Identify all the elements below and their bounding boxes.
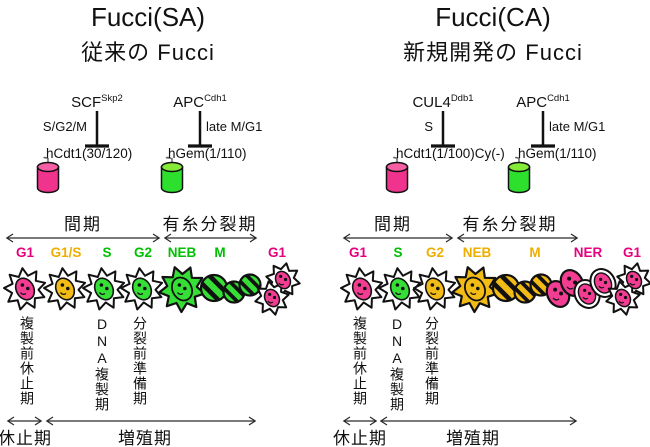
cell-phase-label: G2: [425, 245, 445, 260]
cell-spiky-icon: [43, 267, 87, 311]
phase-span-label: 有糸分裂期: [162, 215, 258, 234]
degradation-phase-label: S: [424, 119, 433, 134]
cell-spiky-icon: [340, 267, 384, 311]
probe-cylinder-icon: [385, 156, 409, 194]
cell-phase-label: M: [214, 245, 226, 260]
cell-phase-label: M: [529, 245, 541, 260]
probe-cylinder-icon: [160, 156, 184, 194]
bottom-span-arrow: [342, 416, 378, 426]
stage-description-column: 分裂前準備期: [424, 316, 440, 406]
regulator-superscript: Cdh1: [204, 93, 227, 104]
regulator-base-label: APC: [173, 94, 205, 111]
cell-phase-label: G1: [622, 245, 642, 260]
cell-spiky-icon: [378, 267, 422, 311]
cell-spikydouble-icon: [254, 262, 301, 316]
panel-subtitle: 新規開発の Fucci: [403, 40, 583, 65]
regulator-base-label: APC: [516, 94, 548, 111]
regulator-superscript: Cdh1: [547, 93, 570, 104]
bottom-span-arrow: [6, 416, 43, 426]
regulator-name: CUL4Ddb1: [412, 93, 473, 111]
phase-span-label: 間期: [64, 215, 102, 234]
phase-span-arrow: [5, 233, 161, 243]
regulator-base-label: SCF: [71, 94, 102, 111]
cell-phase-label: S: [393, 245, 403, 260]
phase-span-arrow: [163, 233, 258, 243]
cell-phase-label: G1: [348, 245, 368, 260]
panel-subtitle: 従来の Fucci: [81, 40, 215, 65]
inhibition-tbar-icon: [188, 111, 212, 148]
regulator-base-label: CUL4: [412, 94, 451, 111]
inhibition-tbar-icon: [531, 111, 555, 148]
inhibition-tbar-icon: [431, 111, 455, 148]
stage-description-column: DNA複製期: [94, 316, 110, 412]
degradation-phase-label: S/G2/M: [42, 119, 87, 134]
regulator-name: APCCdh1: [516, 93, 570, 111]
cell-phase-label: G1: [15, 245, 35, 260]
degradation-phase-label: late M/G1: [206, 119, 263, 134]
phase-span-arrow: [456, 233, 579, 243]
panel-title: Fucci(CA): [435, 2, 551, 32]
bottom-span-label: 休止期: [0, 429, 52, 447]
regulator-name: SCFSkp2: [71, 93, 123, 111]
bottom-span-label: 増殖期: [118, 429, 172, 447]
cell-phase-label: NEB: [167, 245, 197, 260]
panel-graphics: [340, 111, 650, 426]
target-protein-label: hGem(1/110): [168, 146, 247, 161]
probe-cylinder-icon: [507, 156, 531, 194]
target-protein-label: hCdt1(1/100)Cy(-): [396, 146, 505, 161]
inhibition-tbar-icon: [85, 111, 109, 148]
cell-spiky-icon: [3, 267, 47, 311]
phase-span-label: 間期: [374, 215, 412, 234]
cell-phase-label: G1/S: [50, 245, 82, 260]
stage-description-column: DNA複製期: [389, 316, 405, 412]
cell-spiky-icon: [413, 267, 457, 311]
bottom-span-label: 増殖期: [446, 429, 500, 447]
stage-description-column: 分裂前準備期: [132, 316, 148, 406]
target-protein-label: hCdt1(30/120): [46, 146, 133, 161]
regulator-superscript: Skp2: [101, 93, 123, 104]
cell-phase-label: G2: [133, 245, 153, 260]
target-protein-label: hGem(1/110): [518, 146, 597, 161]
panel-title: Fucci(SA): [90, 2, 206, 32]
cell-neb-icon: [451, 266, 499, 314]
phase-span-label: 有糸分裂期: [462, 215, 558, 234]
probe-cylinder-icon: [36, 156, 60, 194]
cell-phase-label: S: [102, 245, 112, 260]
bottom-span-arrow: [45, 416, 257, 426]
cell-spiky-icon: [82, 267, 126, 311]
stage-description-column: 複製前休止期: [352, 316, 368, 406]
cell-neb-icon: [158, 266, 206, 314]
stage-description-column: 複製前休止期: [19, 316, 35, 406]
degradation-phase-label: late M/G1: [549, 119, 606, 134]
phase-span-arrow: [342, 233, 454, 243]
regulator-superscript: Ddb1: [450, 93, 474, 104]
cell-ballpair-icon: [222, 273, 262, 304]
cell-spikydouble-icon: [605, 262, 650, 316]
panel-graphics: [3, 111, 301, 426]
regulator-name: APCCdh1: [173, 93, 227, 111]
bottom-span-arrow: [379, 416, 578, 426]
cell-phase-label: NEB: [462, 245, 492, 260]
cell-spiky-icon: [120, 267, 164, 311]
bottom-span-label: 休止期: [333, 429, 387, 447]
cell-phase-label: G1: [267, 245, 287, 260]
cell-phase-label: NER: [573, 245, 603, 260]
